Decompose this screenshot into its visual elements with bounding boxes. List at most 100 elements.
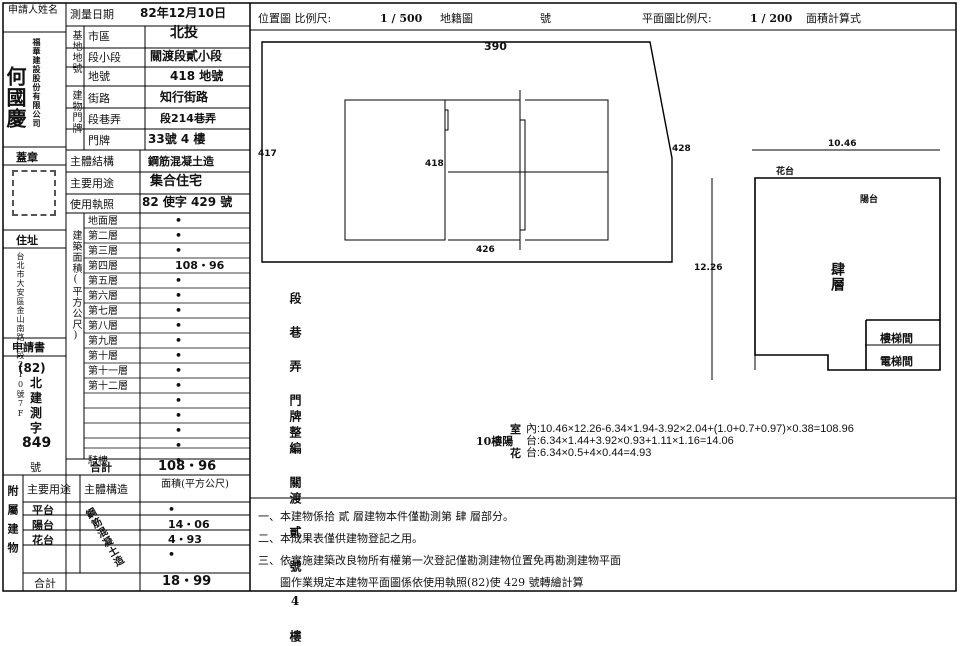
plan-height: 12.26 <box>694 263 723 273</box>
app-no-6: 849 <box>22 435 52 451</box>
doorplate-value: 33號 4 樓 <box>148 132 206 146</box>
plan-label: 平面圖比例尺: <box>642 12 712 25</box>
annex-total-label: 合計 <box>34 577 56 590</box>
plan-scale: 1 / 200 <box>750 12 793 25</box>
floor-area: • <box>175 334 183 347</box>
formula-label: 10樓陽 <box>476 435 514 448</box>
district-value: 北投 <box>170 25 198 41</box>
annex-area-label: 面積(平方公尺) <box>161 479 229 490</box>
floor-name: 第十層 <box>88 351 118 362</box>
floor-area: • <box>175 214 183 227</box>
applicant-header: 申請人姓名 <box>8 5 58 16</box>
annex-row-value: • <box>168 503 176 516</box>
app-no-4: 字 <box>30 421 43 435</box>
floor-name: 騎樓 <box>88 456 108 467</box>
plan-width: 10.46 <box>828 139 857 149</box>
floor-area: • <box>175 319 183 332</box>
doorplate-vertical: 段 巷 弄 門牌整編 關渡 貳 號 4 樓 <box>288 292 302 646</box>
note-line: 圖作業規定本建物平面圖係依使用執照(82)使 429 號轉繪計算 <box>258 576 584 589</box>
app-no-7: 號 <box>30 461 41 474</box>
floor-area: • <box>175 379 183 392</box>
area-calc-label: 面積計算式 <box>806 12 861 25</box>
structure-label: 主體結構 <box>70 155 114 168</box>
annex-row-value: • <box>168 548 176 561</box>
annex-row-value: 14・06 <box>168 518 210 531</box>
doorplate-label: 門牌 <box>88 134 110 147</box>
company-name: 福華建設股份有限公司 <box>32 38 42 128</box>
floor-area: • <box>175 229 183 242</box>
cadastral-label: 地籍圖 <box>440 12 473 25</box>
balcony-label: 陽台 <box>860 195 879 205</box>
lot-label: 地號 <box>88 70 110 83</box>
total-label: 合計 <box>90 461 112 474</box>
floor-name: 第十二層 <box>88 381 128 392</box>
total-value: 108・96 <box>158 459 217 474</box>
floor-area: • <box>175 454 183 467</box>
base-label: 基地地號 <box>70 30 81 74</box>
location-plan <box>261 41 673 263</box>
annex-row-value: 4・93 <box>168 533 202 546</box>
license-label: 使用執照 <box>70 198 114 211</box>
floor-plan <box>711 149 941 380</box>
note-line: 一、本建物係拾 貳 層建物本件僅勘測第 肆 層部分。 <box>258 510 514 523</box>
usage-value: 集合住宅 <box>150 174 203 189</box>
floor-name: 第十一層 <box>88 366 128 377</box>
annex-row-name: 花台 <box>32 534 54 547</box>
location-scale: 1 / 500 <box>380 12 423 25</box>
lot-value: 418 地號 <box>170 69 224 83</box>
annex-usage-label: 主要用途 <box>27 483 71 496</box>
district-label: 市區 <box>88 30 110 43</box>
floor-name: 第七層 <box>88 306 118 317</box>
street-label: 街路 <box>88 92 110 105</box>
loc-right-dim: 428 <box>672 144 691 154</box>
no-label: 號 <box>540 12 551 25</box>
bldg-label: 建物門牌 <box>70 90 81 134</box>
floor-area: • <box>175 304 183 317</box>
formula-label: 花 <box>510 447 521 460</box>
lane-label: 段巷弄 <box>88 113 121 126</box>
survey-date: 82年12月10日 <box>140 6 227 20</box>
floor-name: 第二層 <box>88 231 118 242</box>
seal-label: 蓋章 <box>16 151 38 164</box>
lane-value: 段214巷弄 <box>160 112 216 125</box>
note-line: 二、本成果表僅供建物登記之用。 <box>258 532 423 545</box>
section-label: 段小段 <box>88 51 121 64</box>
note-line: 三、依實施建築改良物所有權第一次登記僅勘測建物位置免再勘測建物平面 <box>258 554 621 567</box>
floor-area: • <box>175 244 183 257</box>
address-value: 台北市大安區金山南路二段210號7F <box>16 252 25 419</box>
app-no-1: 北 <box>30 376 43 390</box>
application-label: 申請書 <box>12 341 45 354</box>
street-value: 知行街路 <box>160 90 209 104</box>
floor-area: • <box>175 364 183 377</box>
floor-name: 第九層 <box>88 336 118 347</box>
license-value: 82 使字 429 號 <box>142 195 233 209</box>
floor-area: • <box>175 439 183 452</box>
seal-stamp <box>12 170 56 216</box>
floor-area: • <box>175 349 183 362</box>
floor-area: • <box>175 409 183 422</box>
formula-label: 室 <box>510 423 521 436</box>
area-col-label: 建築面積(平方公尺) <box>70 230 81 342</box>
applicant-name: 何國慶 <box>3 66 27 129</box>
stair-label: 樓梯間 <box>880 332 913 345</box>
loc-bottom-dim: 426 <box>476 245 495 255</box>
floor-name: 第六層 <box>88 291 118 302</box>
loc-inner-left: 418 <box>425 159 444 169</box>
floor-name: 第三層 <box>88 246 118 257</box>
floor-area: • <box>175 289 183 302</box>
floor-area: • <box>175 274 183 287</box>
annex-row-name: 平台 <box>32 504 54 517</box>
floor-name: 第五層 <box>88 276 118 287</box>
table-grid <box>2 2 957 592</box>
annex-total-value: 18・99 <box>162 574 212 589</box>
app-no-2: 建 <box>30 391 43 405</box>
elevator-label: 電梯間 <box>880 355 913 368</box>
floor-name: 第四層 <box>88 261 118 272</box>
section-value: 關渡段貳小段 <box>150 49 223 63</box>
address-label: 住址 <box>16 234 38 247</box>
annex-label: 附屬建物 <box>6 485 19 561</box>
formula-text: 台:6.34×0.5+4×0.44=4.93 <box>526 447 652 459</box>
room-label: 肆層 <box>829 262 845 292</box>
loc-top-dim: 390 <box>484 40 507 53</box>
loc-left-dim: 417 <box>258 149 277 159</box>
